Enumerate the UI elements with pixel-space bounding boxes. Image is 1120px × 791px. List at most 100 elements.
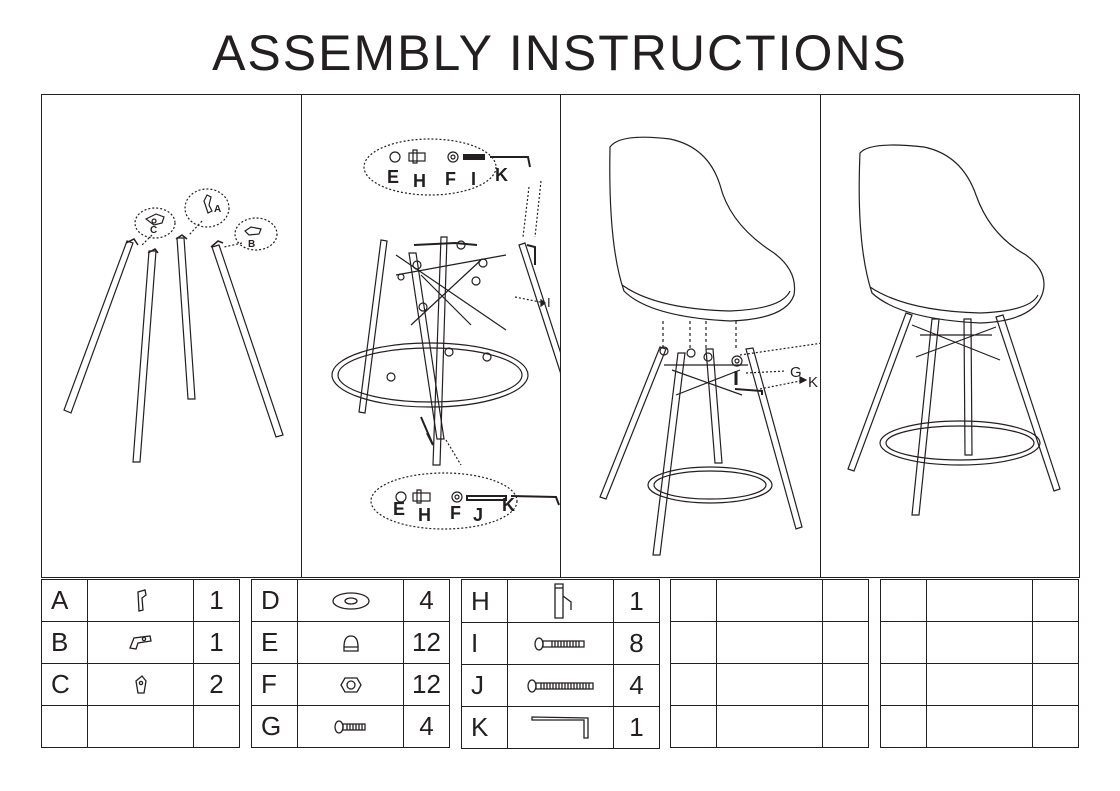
leg-clip-icon — [88, 671, 193, 699]
part-quantity: 1 — [193, 579, 240, 622]
corner-bracket-icon — [88, 586, 193, 616]
part-icon-cell — [87, 621, 194, 664]
part-code — [670, 579, 717, 622]
hex-nut-icon — [298, 674, 403, 696]
washer-icon — [298, 590, 403, 612]
step-1-panel: C A B — [42, 95, 301, 577]
part-icon-cell — [507, 664, 614, 707]
short-bolt-icon — [298, 718, 403, 736]
wooden-leg — [847, 312, 913, 472]
part-icon-cell — [297, 621, 404, 664]
chair-seat-shell — [609, 136, 796, 322]
part-code — [670, 621, 717, 664]
label-c: C — [150, 225, 157, 236]
part-code: C — [41, 663, 88, 706]
page-title: ASSEMBLY INSTRUCTIONS — [212, 25, 908, 81]
barrel-nut-icon — [508, 580, 613, 622]
callout-i: I — [471, 169, 476, 189]
part-icon-cell — [926, 579, 1033, 622]
wooden-leg — [911, 318, 940, 516]
finished-stool-illustration — [847, 144, 1061, 516]
wooden-leg — [652, 352, 686, 556]
footrest-ring — [647, 466, 773, 504]
part-quantity: 1 — [613, 706, 660, 749]
wooden-leg — [63, 240, 134, 414]
part-quantity — [1032, 579, 1079, 622]
part-icon-cell — [507, 622, 614, 665]
callout-k: K — [502, 495, 515, 515]
callout-f: F — [445, 169, 456, 189]
part-quantity: 1 — [193, 621, 240, 664]
part-code: B — [41, 621, 88, 664]
part-code — [670, 663, 717, 706]
part-code — [41, 705, 88, 748]
callout-e: E — [393, 499, 405, 519]
medium-bolt-icon — [508, 635, 613, 653]
callout-h: H — [418, 505, 431, 525]
parts-row — [670, 579, 869, 622]
part-quantity — [193, 705, 240, 748]
wooden-leg — [599, 346, 667, 500]
part-quantity — [822, 621, 869, 664]
wooden-leg — [995, 314, 1061, 492]
wooden-leg — [745, 347, 803, 530]
callout-j: J — [473, 505, 483, 525]
step-2-panel: E H F I K I — [301, 95, 560, 577]
parts-row — [880, 663, 1079, 706]
part-code: F — [251, 663, 298, 706]
part-code: I — [461, 622, 508, 665]
part-quantity: 12 — [403, 621, 450, 664]
part-code — [880, 579, 927, 622]
part-code: D — [251, 579, 298, 622]
part-code — [880, 705, 927, 748]
part-icon-cell — [297, 663, 404, 706]
part-quantity: 8 — [613, 622, 660, 665]
allen-key-icon — [508, 714, 613, 742]
part-icon-cell — [926, 621, 1033, 664]
seat-attach-illustration: D G K — [599, 136, 820, 556]
loose-legs-illustration: C A B — [63, 188, 284, 463]
part-code — [670, 705, 717, 748]
part-code: A — [41, 579, 88, 622]
part-icon-cell — [926, 663, 1033, 706]
hardware-callout — [363, 138, 497, 196]
part-icon-cell — [297, 705, 404, 748]
part-icon-cell — [87, 663, 194, 706]
wooden-leg — [432, 236, 448, 466]
part-quantity: 4 — [403, 579, 450, 622]
callout-h: H — [413, 171, 426, 191]
part-quantity — [822, 579, 869, 622]
wooden-leg — [358, 239, 388, 414]
step-divider — [301, 95, 302, 577]
step-divider — [560, 95, 561, 577]
label-a: A — [214, 204, 221, 215]
parts-row — [880, 621, 1079, 664]
parts-row: E 12 — [251, 621, 450, 664]
wooden-leg — [408, 252, 445, 440]
part-quantity: 4 — [403, 705, 450, 748]
assembly-steps: C A B E H F I K — [41, 94, 1080, 578]
pointer-i: I — [547, 295, 551, 310]
parts-row — [41, 705, 240, 748]
part-code: H — [461, 579, 508, 623]
callout-f: F — [450, 503, 461, 523]
part-quantity: 4 — [613, 664, 660, 707]
part-quantity — [1032, 621, 1079, 664]
part-icon-cell — [507, 706, 614, 749]
part-icon-cell — [87, 579, 194, 622]
footrest-ring — [879, 420, 1041, 466]
long-bolt-icon — [508, 677, 613, 695]
parts-list-table — [880, 579, 1079, 748]
part-code: E — [251, 621, 298, 664]
base-assembly-illustration: E H F I K I — [331, 138, 560, 530]
hardware-callout — [370, 472, 518, 530]
wooden-leg — [132, 250, 157, 463]
